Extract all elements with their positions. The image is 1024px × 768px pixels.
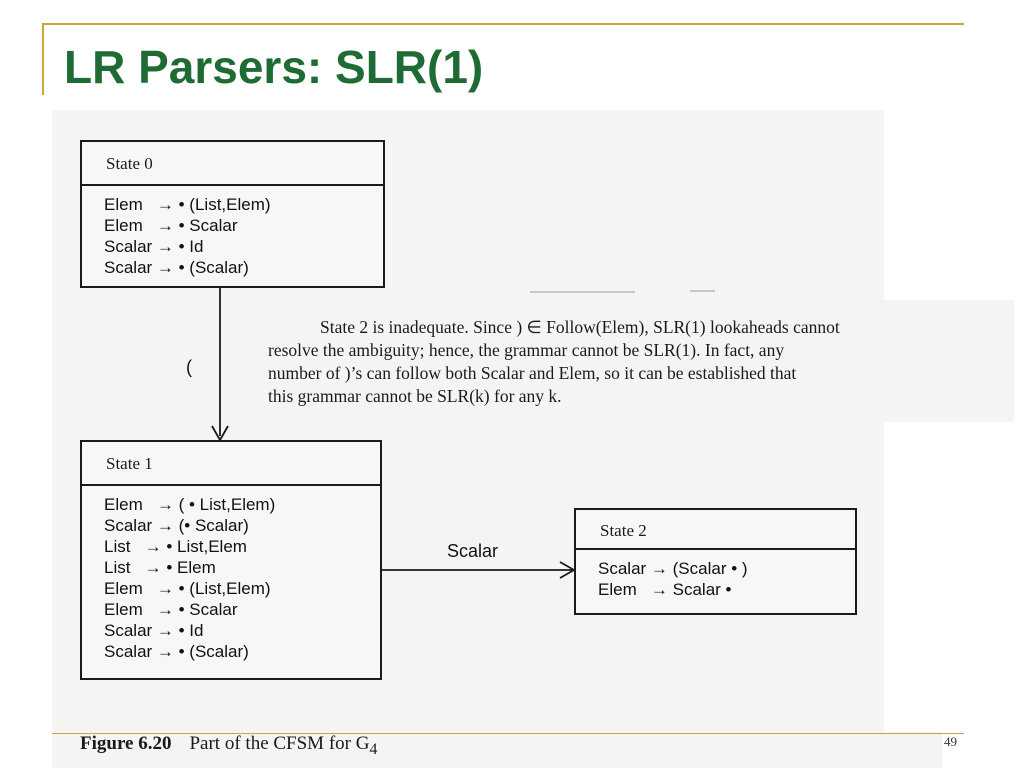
transition-label-scalar: Scalar (447, 541, 499, 561)
transition-label-open-paren: ( (186, 357, 192, 377)
state-item: Elem → • (List,Elem) (104, 579, 271, 598)
scanned-figure-edge (884, 300, 1014, 422)
left-accent-line (42, 23, 44, 95)
caption-text: Part of the CFSM for G (189, 733, 370, 754)
state-item: Elem → • Scalar (104, 216, 238, 235)
note-line: number of )’s can follow both Scalar and… (268, 363, 797, 383)
state-item: Scalar → • Id (104, 621, 204, 640)
state-2-box: State 2 Scalar → (Scalar • ) Elem → Scal… (574, 508, 857, 615)
page-number: 49 (944, 734, 957, 749)
state-item: Elem → • Scalar (104, 600, 238, 619)
state-1-title: State 1 (82, 442, 380, 486)
state-item: Scalar → • (Scalar) (104, 258, 249, 277)
caption-subscript: 4 (369, 740, 378, 758)
bottom-accent-line (52, 733, 964, 734)
scan-artifact-lines (530, 290, 715, 293)
state-item: Elem → ( • List,Elem) (104, 495, 276, 514)
caption-band (52, 732, 942, 768)
figure-caption: Figure 6.20 Part of the CFSM for G4 (80, 733, 377, 759)
arrow-state1-to-state2 (382, 561, 576, 579)
state-item: Scalar → • Id (104, 237, 204, 256)
state-item: Scalar → • (Scalar) (104, 642, 249, 661)
note-line: State 2 is inadequate. Since ) ∈ Follow(… (320, 317, 840, 337)
state-0-box: State 0 Elem → • (List,Elem) Elem → • Sc… (80, 140, 385, 288)
inadequacy-note: State 2 is inadequate. Since ) ∈ Follow(… (268, 316, 1006, 408)
state-item: Elem → Scalar • (598, 580, 732, 599)
caption-label: Figure 6.20 (80, 733, 172, 754)
slide-title: LR Parsers: SLR(1) (64, 41, 484, 93)
top-accent-line (42, 23, 964, 25)
arrow-state0-to-state1 (211, 288, 229, 442)
state-2-title: State 2 (576, 510, 855, 550)
note-line: this grammar cannot be SLR(k) for any k. (268, 386, 562, 406)
state-0-title: State 0 (82, 142, 383, 186)
state-item: List → • Elem (104, 558, 216, 577)
note-line: resolve the ambiguity; hence, the gramma… (268, 340, 785, 360)
state-1-box: State 1 Elem → ( • List,Elem) Scalar → (… (80, 440, 382, 680)
state-item: Scalar → (Scalar • ) (598, 559, 748, 578)
state-item: Elem → • (List,Elem) (104, 195, 271, 214)
state-item: Scalar → (• Scalar) (104, 516, 249, 535)
state-item: List → • List,Elem (104, 537, 247, 556)
